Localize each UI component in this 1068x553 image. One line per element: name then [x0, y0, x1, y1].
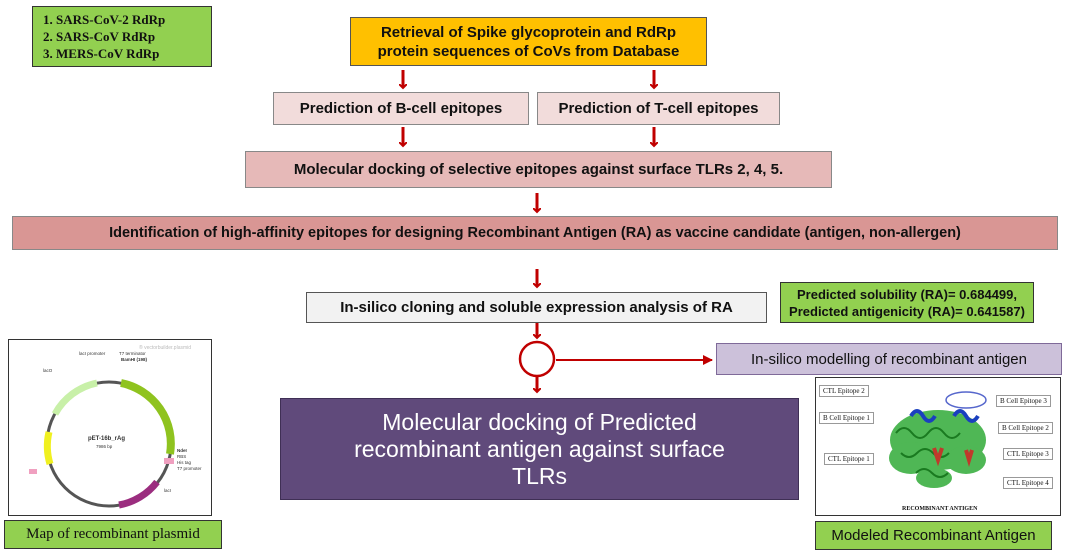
prediction-results: Predicted solubility (RA)= 0.684499, Pre…	[780, 282, 1034, 323]
ampr-feature	[118, 479, 160, 509]
junction-node	[518, 340, 556, 378]
plasmid-map-panel: ® vectorbuilder.plasmid pET-16b_rAg 7986…	[8, 339, 212, 516]
source-item: 1. SARS-CoV-2 RdRp	[43, 12, 166, 27]
retrieval-line: protein sequences of CoVs from Database	[377, 42, 680, 60]
final-docking-step: Molecular docking of Predicted recombina…	[280, 398, 799, 500]
source-item: 2. SARS-CoV RdRp	[43, 29, 156, 44]
final-docking-line: TLRs	[512, 462, 567, 489]
ori-feature	[43, 431, 54, 466]
plasmid-label: T7 promoter	[177, 466, 202, 471]
source-item: 3. MERS-CoV RdRp	[43, 46, 160, 61]
tag-feature	[164, 458, 174, 464]
epitope-label: CTL Epitope 4	[1003, 477, 1053, 489]
plasmid-label: lacI promoter	[79, 351, 106, 356]
lacO-feature	[29, 469, 37, 474]
epitope-label: B Cell Epitope 1	[819, 412, 874, 424]
epitope-label: CTL Epitope 2	[819, 385, 869, 397]
epitope-red	[932, 447, 944, 467]
plasmid-label: lacO	[43, 368, 53, 373]
antigen-model-panel: RECOMBINANT ANTIGEN CTL Epitope 2 B Cell…	[815, 377, 1061, 516]
plasmid-label: BamHI (198)	[121, 357, 148, 362]
plasmid-size: 7986 bp	[96, 444, 113, 449]
laci-feature	[51, 379, 98, 416]
cloning-step: In-silico cloning and soluble expression…	[306, 292, 767, 323]
epitope-red	[964, 449, 974, 467]
epitope-docking-step: Molecular docking of selective epitopes …	[245, 151, 832, 188]
source-list: 1. SARS-CoV-2 RdRp 2. SARS-CoV RdRp 3. M…	[32, 6, 212, 67]
epitope-label: CTL Epitope 1	[824, 453, 874, 465]
antigenicity-result: Predicted antigenicity (RA)= 0.641587)	[789, 303, 1025, 319]
plasmid-label: lacI	[164, 488, 171, 493]
modelling-step: In-silico modelling of recombinant antig…	[716, 343, 1062, 375]
epitope-blue	[909, 409, 937, 423]
epitope-label: B Cell Epitope 2	[998, 422, 1053, 434]
plasmid-name: pET-16b_rAg	[88, 436, 125, 442]
plasmid-map: ® vectorbuilder.plasmid pET-16b_rAg 7986…	[29, 344, 202, 509]
antigen-structure: RECOMBINANT ANTIGEN	[889, 391, 987, 512]
bcell-prediction-step: Prediction of B-cell epitopes	[273, 92, 529, 125]
epitope-label: B Cell Epitope 3	[996, 395, 1051, 407]
antigen-title: RECOMBINANT ANTIGEN	[902, 506, 978, 512]
epitope-blue	[952, 409, 980, 423]
identification-step: Identification of high-affinity epitopes…	[12, 216, 1058, 250]
plasmid-label: T7 terminator	[119, 351, 146, 356]
epitope-label: CTL Epitope 3	[1003, 448, 1053, 460]
tcell-prediction-step: Prediction of T-cell epitopes	[537, 92, 780, 125]
plasmid-caption: Map of recombinant plasmid	[4, 520, 222, 549]
final-docking-line: Molecular docking of Predicted	[382, 408, 697, 435]
antigen-caption: Modeled Recombinant Antigen	[815, 521, 1052, 550]
final-docking-line: recombinant antigen against surface	[354, 435, 725, 462]
retrieval-step: Retrieval of Spike glycoprotein and RdRp…	[350, 17, 707, 66]
plasmid-label: His tag	[177, 460, 192, 465]
retrieval-line: Retrieval of Spike glycoprotein and RdRp	[380, 23, 677, 41]
plasmid-watermark: ® vectorbuilder.plasmid	[139, 344, 191, 351]
insert-feature	[120, 379, 175, 455]
solubility-result: Predicted solubility (RA)= 0.684499,	[797, 286, 1017, 302]
plasmid-label: RBS	[177, 454, 186, 459]
plasmid-label: NdeI	[177, 448, 187, 453]
